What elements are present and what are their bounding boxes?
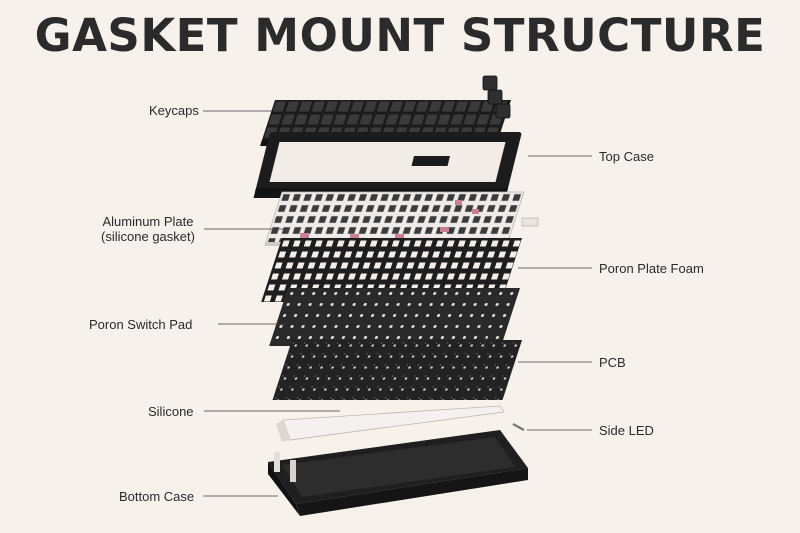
label-poron-switch-pad: Poron Switch Pad — [89, 317, 193, 332]
label-silicone: Silicone — [148, 404, 194, 419]
poron-plate-foam-layer — [261, 238, 522, 302]
diagram-title: GASKET MOUNT STRUCTURE — [34, 9, 766, 62]
label-side-led: Side LED — [599, 423, 654, 438]
bottom-case-layer — [268, 430, 528, 516]
label-bottom-case: Bottom Case — [119, 489, 195, 504]
label-aluminum-plate: Aluminum Plate — [102, 214, 194, 229]
poron-switch-pad-layer — [269, 288, 520, 346]
side-led-strip — [512, 423, 525, 431]
silicone-layer — [276, 405, 505, 442]
label-pcb: PCB — [599, 355, 626, 370]
silicone-gasket-tabs — [300, 200, 479, 239]
bottom-case-stabilizer — [274, 452, 280, 472]
plate-tab-right — [521, 217, 539, 227]
top-case-layer — [253, 132, 522, 198]
label-keycaps: Keycaps — [149, 103, 199, 118]
arrow-keys-cluster — [482, 75, 511, 119]
label-top-case: Top Case — [599, 149, 654, 164]
label-poron-plate-foam: Poron Plate Foam — [599, 261, 704, 276]
pcb-layer — [272, 340, 522, 400]
label-silicone-gasket: (silicone gasket) — [101, 229, 195, 244]
